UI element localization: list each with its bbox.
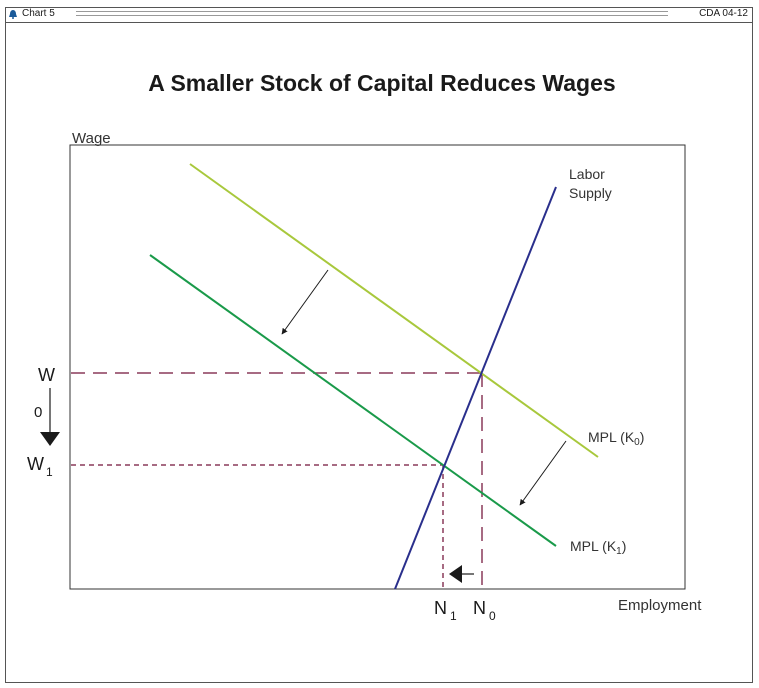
y-axis-label: Wage: [72, 130, 111, 147]
labor-supply-label-line2: Supply: [569, 185, 612, 201]
mpl-k0-subscript: 0: [634, 437, 640, 448]
mpl-k0-close: ): [640, 429, 645, 445]
n1-subscript: 1: [450, 609, 457, 623]
mpl-k1-label: MPL (K1): [570, 538, 626, 557]
plot-area-box: [69, 144, 686, 590]
shift-arrow-lower: [519, 440, 567, 506]
mpl-k1-text: MPL (K: [570, 538, 617, 554]
mpl-k0-text: MPL (K: [588, 429, 635, 445]
chart-number-text: Chart 5: [22, 8, 55, 19]
wage-decrease-arrow: [40, 388, 60, 446]
chart-number: Chart 5: [8, 8, 55, 20]
chart-header: Chart 5 CDA 04-12: [6, 8, 752, 22]
header-divider: [6, 22, 752, 23]
chart-frame: [5, 7, 753, 683]
w0-label: W: [38, 365, 55, 385]
chart-code: CDA 04-12: [699, 8, 748, 19]
bell-icon: [9, 10, 17, 19]
mpl-k1-curve: [149, 254, 557, 547]
n0-subscript: 0: [489, 609, 496, 623]
n1-label: N: [434, 598, 447, 618]
diagram-title: A Smaller Stock of Capital Reduces Wages: [148, 70, 615, 96]
mpl-k0-label: MPL (K0): [588, 429, 644, 448]
header-rule: [76, 11, 668, 16]
mpl-k0-curve: [189, 163, 599, 458]
mpl-k1-subscript: 1: [616, 546, 622, 557]
labor-supply-label-line1: Labor: [569, 166, 605, 182]
x-axis-label: Employment: [618, 597, 702, 614]
employment-decrease-arrow: [449, 565, 474, 583]
w1-subscript: 1: [46, 465, 53, 479]
shift-arrow-upper: [281, 269, 329, 335]
w1-label: W: [27, 454, 44, 474]
mpl-k1-close: ): [622, 538, 627, 554]
labor-supply-curve: [394, 186, 557, 590]
w0-subscript: 0: [34, 404, 42, 421]
n0-label: N: [473, 598, 486, 618]
